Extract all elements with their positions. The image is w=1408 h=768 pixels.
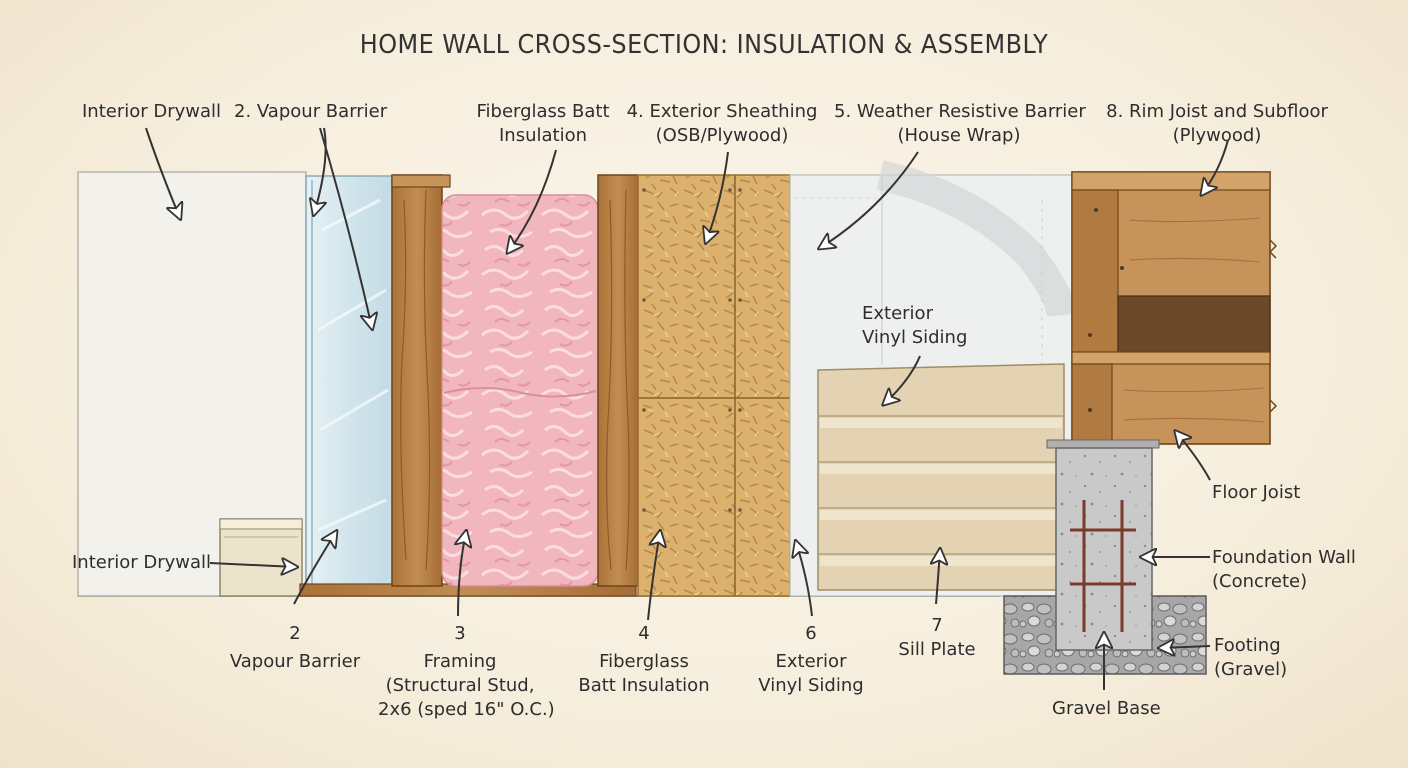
label-line: 4. Exterior Sheathing [626, 101, 818, 122]
arrow-framing [458, 532, 466, 617]
label-vapour-barrier-bottom: 2 Vapour Barrier [220, 622, 370, 674]
label-interior-drywall-side: Interior Drywall [72, 552, 212, 573]
page-title: HOME WALL CROSS-SECTION: INSULATION & AS… [359, 30, 1049, 60]
label-sill-plate: 7 Sill Plate [888, 614, 986, 662]
label-rim-joist: 8. Rim Joist and Subfloor (Plywood) [1100, 100, 1334, 148]
label-line: (House Wrap) [897, 125, 1021, 146]
arrow-interior-drywall-side [209, 563, 296, 567]
label-line: Framing [423, 651, 497, 672]
label-weather-barrier: 5. Weather Resistive Barrier (House Wrap… [834, 100, 1086, 148]
label-line: Sill Plate [898, 639, 976, 660]
label-batt-insulation-bottom: 4 Fiberglass Batt Insulation [570, 622, 718, 698]
label-line: Vinyl Siding [758, 675, 864, 696]
arrow-floor-joist [1176, 432, 1211, 481]
label-line: (OSB/Plywood) [655, 125, 789, 146]
batt-insulation-layer [441, 194, 599, 587]
arrow-batt-insulation-bottom [647, 532, 660, 621]
label-line: Foundation Wall [1212, 547, 1356, 568]
arrow-weather-barrier [820, 151, 919, 248]
arrow-vinyl-siding-bottom [796, 542, 813, 617]
label-vinyl-siding-top: Exterior Vinyl Siding [862, 302, 967, 350]
arrow-vapour-barrier-top-1 [314, 127, 326, 214]
label-line: 7 [931, 615, 943, 636]
label-framing: 3 Framing (Structural Stud, 2x6 (sped 16… [378, 622, 555, 722]
callout-arrows [145, 127, 1229, 690]
label-vapour-barrier-top: 2. Vapour Barrier [234, 101, 388, 122]
label-foundation-wall: Foundation Wall (Concrete) [1212, 546, 1356, 594]
label-line: Vinyl Siding [862, 327, 968, 348]
concrete-foundation-wall [1046, 439, 1160, 651]
arrow-rim-joist [1202, 139, 1229, 194]
label-line: Insulation [498, 125, 587, 146]
label-vinyl-siding-bottom: 6 Exterior Vinyl Siding [748, 622, 874, 698]
label-line: 2 [289, 623, 301, 644]
label-line: Footing [1214, 635, 1281, 656]
label-line: Fiberglass Batt [476, 101, 610, 122]
right-stud [597, 174, 639, 587]
label-floor-joist: Floor Joist [1212, 482, 1301, 503]
label-line: (Plywood) [1172, 125, 1262, 146]
arrow-batt-insulation-top [508, 149, 557, 252]
label-batt-insulation-top: Fiberglass Batt Insulation [470, 100, 616, 148]
label-line: Fiberglass [599, 651, 689, 672]
label-line: Exterior [862, 303, 933, 324]
label-line: (Structural Stud, [385, 675, 535, 696]
label-line: 4 [638, 623, 650, 644]
label-footing: Footing (Gravel) [1214, 634, 1287, 682]
label-line: Batt Insulation [578, 675, 710, 696]
label-line: (Gravel) [1214, 659, 1288, 680]
label-line: 3 [454, 623, 466, 644]
arrow-vinyl-siding-top [884, 355, 921, 404]
rebar [1070, 500, 1136, 632]
arrow-footing [1160, 646, 1211, 648]
left-stud [391, 174, 451, 587]
baseboard [219, 518, 303, 597]
label-exterior-sheathing: 4. Exterior Sheathing (OSB/Plywood) [626, 100, 818, 148]
rim-joist-assembly [1071, 171, 1278, 445]
label-line: 2x6 (sped 16" O.C.) [378, 699, 555, 720]
label-line: Exterior [775, 651, 847, 672]
label-line: 6 [805, 623, 817, 644]
vapour-barrier-layer [305, 175, 393, 587]
vinyl-siding-layer [817, 363, 1065, 591]
label-gravel-base: Gravel Base [1052, 698, 1161, 719]
arrow-vapour-barrier-bottom [293, 532, 336, 605]
label-line: 5. Weather Resistive Barrier [834, 101, 1086, 122]
label-line: (Concrete) [1212, 571, 1308, 592]
label-interior-drywall-top: Interior Drywall [82, 101, 222, 122]
arrow-vapour-barrier-top-2 [319, 127, 372, 328]
arrow-interior-drywall-top [145, 127, 180, 218]
label-line: 8. Rim Joist and Subfloor [1106, 101, 1328, 122]
arrow-exterior-sheathing [706, 151, 729, 242]
arrow-sill-plate [936, 550, 940, 605]
label-line: Vapour Barrier [229, 651, 361, 672]
